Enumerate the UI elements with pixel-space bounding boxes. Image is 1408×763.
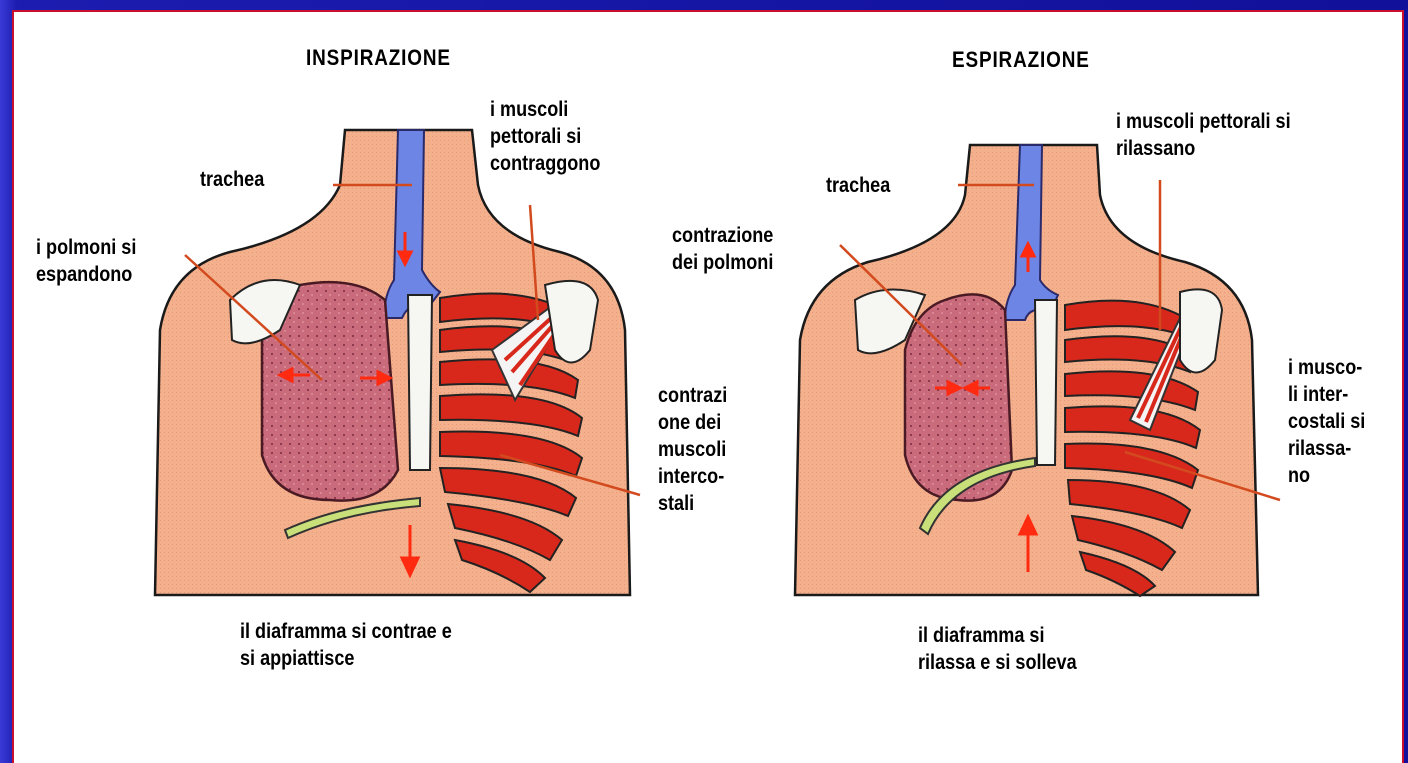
expiration-sternum	[1035, 300, 1057, 465]
expiration-diaphragm-label: il diaframma si rilassa e si solleva	[918, 622, 1077, 676]
inspiration-figure	[155, 130, 640, 595]
inspiration-torso	[155, 130, 630, 595]
inspiration-pectorals-label: i muscoli pettorali si contraggono	[490, 96, 600, 177]
expiration-trachea-label: trachea	[826, 172, 890, 199]
inspiration-intercostals-label: contrazi one dei muscoli interco- stali	[658, 382, 727, 517]
inspiration-title: INSPIRAZIONE	[306, 44, 451, 71]
expiration-lungs-label: contrazione dei polmoni	[672, 222, 773, 276]
inspiration-diaphragm-label: il diaframma si contrae e si appiattisce	[240, 618, 452, 672]
expiration-figure	[795, 145, 1280, 596]
inspiration-sternum	[408, 295, 432, 470]
expiration-intercostals-label: i musco- li inter- costali si rilassa- n…	[1288, 354, 1365, 489]
inspiration-trachea-label: trachea	[200, 166, 264, 193]
expiration-pectorals-label: i muscoli pettorali si rilassano	[1116, 108, 1291, 162]
expiration-title: ESPIRAZIONE	[952, 46, 1090, 73]
inspiration-lungs-label: i polmoni si espandono	[36, 234, 136, 288]
expiration-right-scapula	[1180, 289, 1222, 372]
